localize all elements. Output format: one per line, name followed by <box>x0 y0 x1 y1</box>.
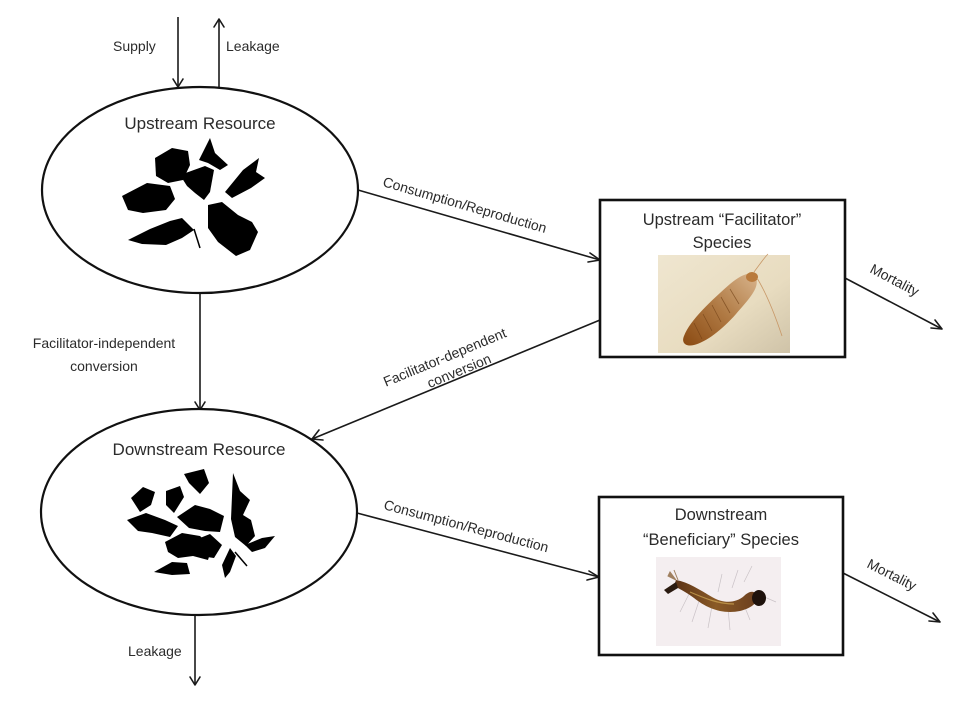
supply-arrow <box>172 17 184 88</box>
leaf-litter-icon <box>122 138 265 256</box>
upstream-facilitator-species-node: Upstream “Facilitator” Species <box>598 198 847 359</box>
upstream-species-label-line1: Upstream “Facilitator” <box>643 211 802 229</box>
upstream-leakage-arrow <box>213 18 225 88</box>
independent-conversion-label-line2: conversion <box>70 358 138 374</box>
downstream-leakage-label: Leakage <box>128 643 182 659</box>
caddisfly-larva-photo <box>658 253 790 353</box>
downstream-mortality-arrow <box>842 572 941 623</box>
downstream-species-label-line1: Downstream <box>675 506 768 524</box>
upstream-resource-label: Upstream Resource <box>124 114 275 133</box>
downstream-leakage-arrow <box>189 615 201 686</box>
upstream-species-label-line2: Species <box>693 234 752 252</box>
downstream-resource-node: Downstream Resource <box>39 407 359 617</box>
downstream-beneficiary-species-node: Downstream “Beneficiary” Species <box>597 495 845 657</box>
downstream-species-label-line2: “Beneficiary” Species <box>643 531 799 549</box>
upstream-resource-node: Upstream Resource <box>40 85 360 295</box>
supply-label: Supply <box>113 38 156 54</box>
downstream-resource-label: Downstream Resource <box>113 440 286 459</box>
upstream-leakage-label: Leakage <box>226 38 280 54</box>
mosquito-larva-photo <box>656 557 781 646</box>
upstream-mortality-arrow <box>844 277 943 330</box>
independent-conversion-label-line1: Facilitator-independent <box>33 335 176 351</box>
leaf-fragments-icon <box>127 469 275 578</box>
independent-conversion-arrow <box>194 293 206 411</box>
